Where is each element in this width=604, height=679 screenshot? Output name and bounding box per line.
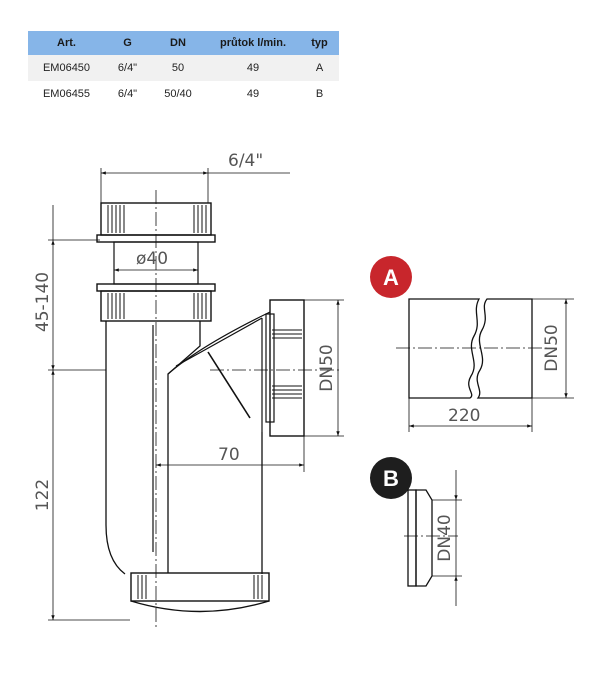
variant-a-diameter-label: DN50	[542, 324, 562, 371]
table-header-row: Art. G DN průtok l/min. typ	[28, 31, 339, 55]
spec-table: Art. G DN průtok l/min. typ EM06450 6/4"…	[28, 31, 339, 107]
badge-b-label: B	[383, 466, 399, 491]
variant-a-length-label: 220	[448, 406, 480, 426]
cell-flow: 49	[206, 55, 300, 81]
variant-a: A DN50 220	[370, 256, 574, 432]
dim-offset-label: 70	[218, 445, 240, 465]
dim-bore-label: ø40	[136, 249, 168, 269]
cell-flow: 49	[206, 81, 300, 107]
header-art: Art.	[28, 31, 105, 55]
dim-outlet-label: DN50	[317, 344, 337, 391]
dimension-labels: 6/4" ø40 45-140 122 DN50 70	[33, 151, 337, 511]
dim-upper-height-label: 45-140	[33, 272, 53, 332]
badge-a	[370, 256, 412, 298]
cell-art: EM06450	[28, 55, 105, 81]
dim-lower-height-label: 122	[33, 479, 53, 511]
cell-g: 6/4"	[105, 81, 150, 107]
badge-b	[370, 457, 412, 499]
cell-typ: B	[300, 81, 339, 107]
header-flow: průtok l/min.	[206, 31, 300, 55]
variant-b: B DN40	[370, 457, 462, 606]
siphon-body	[96, 190, 340, 630]
cell-dn: 50	[150, 55, 206, 81]
cell-art: EM06455	[28, 81, 105, 107]
outlet-nut	[265, 299, 305, 437]
cell-g: 6/4"	[105, 55, 150, 81]
badge-a-label: A	[383, 265, 399, 290]
cell-typ: A	[300, 55, 339, 81]
header-g: G	[105, 31, 150, 55]
dimension-lines	[48, 168, 344, 621]
header-typ: typ	[300, 31, 339, 55]
header-dn: DN	[150, 31, 206, 55]
table-row: EM06450 6/4" 50 49 A	[28, 55, 339, 81]
variant-b-diameter-label: DN40	[435, 514, 455, 561]
bottom-cap	[130, 572, 270, 613]
table-row: EM06455 6/4" 50/40 49 B	[28, 81, 339, 107]
dim-top-label: 6/4"	[228, 151, 263, 171]
cell-dn: 50/40	[150, 81, 206, 107]
